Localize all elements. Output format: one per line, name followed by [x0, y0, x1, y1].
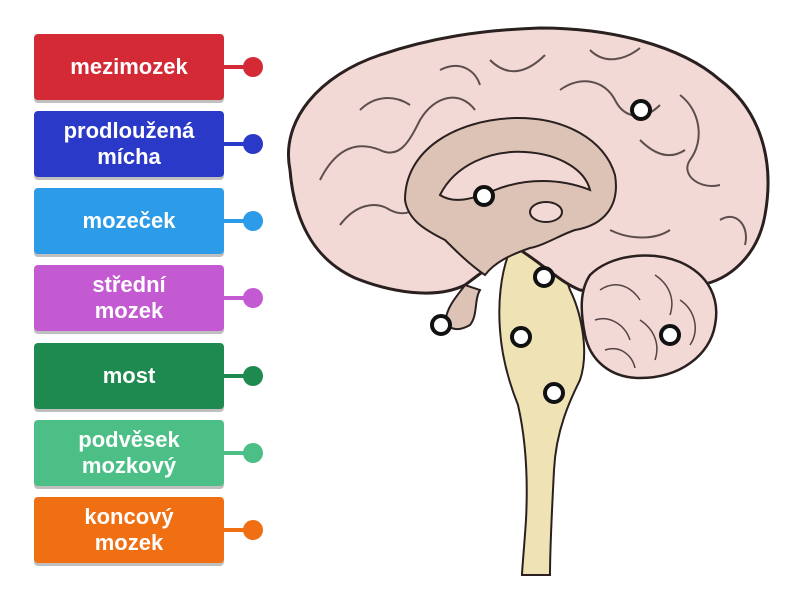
brain-diagram [260, 0, 800, 600]
label-pin-dot[interactable] [243, 520, 263, 540]
label-item[interactable]: střední mozek [34, 265, 264, 335]
label-item[interactable]: koncový mozek [34, 497, 264, 567]
thalamus [529, 201, 563, 223]
spinal-cord [498, 240, 586, 576]
label-pin-dot[interactable] [243, 134, 263, 154]
label-button[interactable]: mozeček [34, 188, 224, 254]
target-cortex[interactable] [630, 99, 652, 121]
label-connector [222, 65, 250, 69]
label-button[interactable]: prodloužená mícha [34, 111, 224, 177]
inner-brain [403, 116, 617, 277]
label-pin-dot[interactable] [243, 366, 263, 386]
label-item[interactable]: prodloužená mícha [34, 111, 264, 181]
label-button[interactable]: podvěsek mozkový [34, 420, 224, 486]
target-diencephalon[interactable] [473, 185, 495, 207]
label-connector [222, 296, 250, 300]
label-button[interactable]: mezimozek [34, 34, 224, 100]
label-item[interactable]: podvěsek mozkový [34, 420, 264, 490]
label-list: mezimozek prodloužená mícha mozeček střední… [0, 0, 280, 600]
label-button[interactable]: koncový mozek [34, 497, 224, 563]
pituitary [444, 283, 482, 331]
label-item[interactable]: mezimozek [34, 34, 264, 104]
label-pin-dot[interactable] [243, 211, 263, 231]
label-item[interactable]: mozeček [34, 188, 264, 258]
target-cerebellum[interactable] [659, 324, 681, 346]
label-connector [222, 142, 250, 146]
brain-illustration [287, 26, 770, 576]
cerebellum-folia [594, 274, 696, 369]
target-pituitary[interactable] [430, 314, 452, 336]
target-midbrain[interactable] [533, 266, 555, 288]
target-pons[interactable] [510, 326, 532, 348]
label-connector [222, 219, 250, 223]
label-button[interactable]: střední mozek [34, 265, 224, 331]
label-connector [222, 528, 250, 532]
label-pin-dot[interactable] [243, 57, 263, 77]
gyri-lines [319, 47, 747, 246]
label-button[interactable]: most [34, 343, 224, 409]
label-connector [222, 451, 250, 455]
label-item[interactable]: most [34, 343, 264, 413]
label-connector [222, 374, 250, 378]
label-pin-dot[interactable] [243, 288, 263, 308]
cerebellum [580, 254, 718, 380]
target-medulla[interactable] [543, 382, 565, 404]
label-pin-dot[interactable] [243, 443, 263, 463]
